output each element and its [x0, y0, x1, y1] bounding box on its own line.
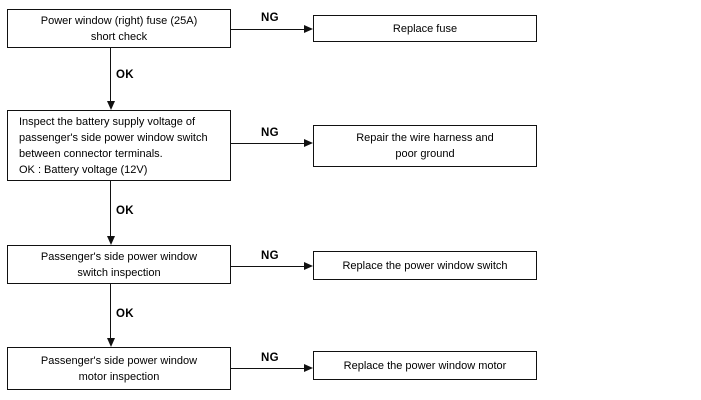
ok-label-3: OK: [116, 308, 134, 320]
right-arrowhead-icon-4: [304, 364, 313, 372]
ok-label-2: OK: [116, 205, 134, 217]
step-box-fuse-short-check: Power window (right) fuse (25A) short ch…: [7, 9, 231, 48]
action-box-replace-window-motor: Replace the power window motor: [313, 351, 537, 380]
ng-arrow-line-1: [231, 29, 305, 30]
right-arrowhead-icon-1: [304, 25, 313, 33]
ok-label-1: OK: [116, 69, 134, 81]
action-box-repair-wire-harness: Repair the wire harness and poor ground: [313, 125, 537, 167]
ng-arrow-line-3: [231, 266, 305, 267]
step-box-switch-inspection: Passenger's side power window switch ins…: [7, 245, 231, 284]
down-arrowhead-icon-1: [107, 101, 115, 110]
right-arrowhead-icon-2: [304, 139, 313, 147]
down-arrowhead-icon-3: [107, 338, 115, 347]
action-box-replace-window-switch: Replace the power window switch: [313, 251, 537, 280]
ng-label-2: NG: [261, 127, 279, 139]
ok-arrow-line-1: [110, 48, 111, 102]
ng-label-1: NG: [261, 12, 279, 24]
ok-arrow-line-2: [110, 181, 111, 237]
ng-label-3: NG: [261, 250, 279, 262]
step-box-motor-inspection: Passenger's side power window motor insp…: [7, 347, 231, 390]
ok-arrow-line-3: [110, 284, 111, 339]
ng-arrow-line-2: [231, 143, 305, 144]
action-box-replace-fuse: Replace fuse: [313, 15, 537, 42]
ng-arrow-line-4: [231, 368, 305, 369]
down-arrowhead-icon-2: [107, 236, 115, 245]
right-arrowhead-icon-3: [304, 262, 313, 270]
ng-label-4: NG: [261, 352, 279, 364]
step-box-battery-voltage-inspection: Inspect the battery supply voltage of pa…: [7, 110, 231, 181]
